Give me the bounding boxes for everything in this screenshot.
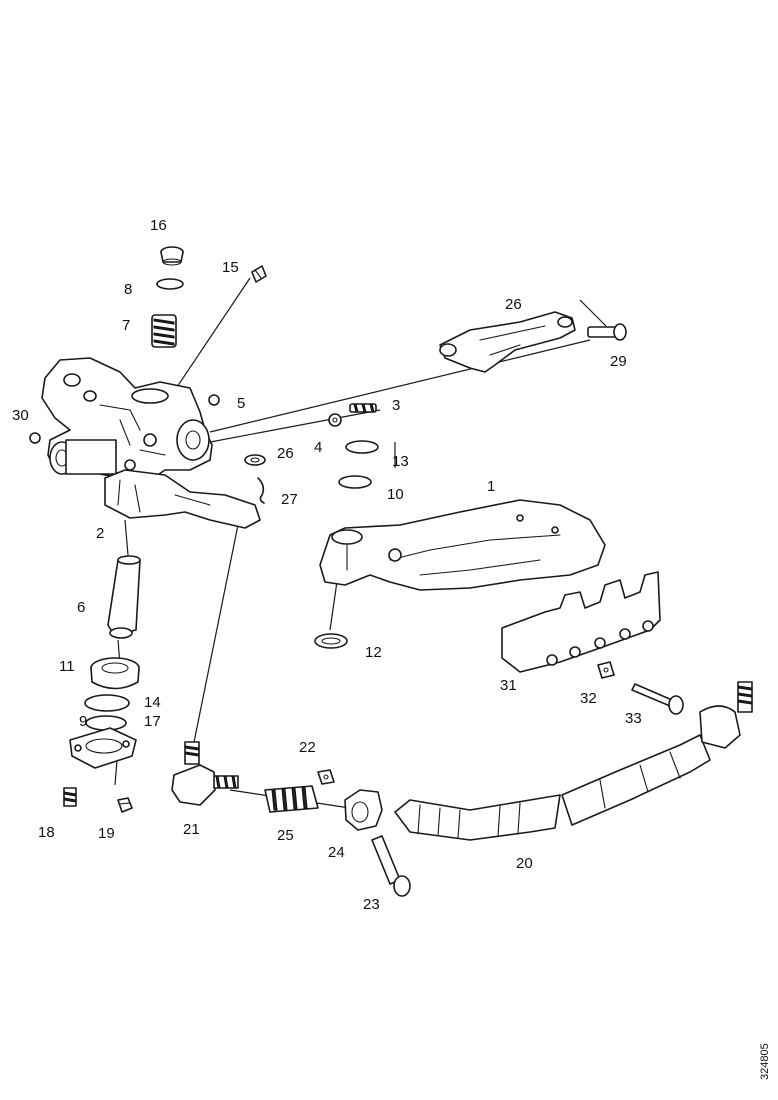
part-28-arm [439, 311, 576, 373]
label-14: 14 [144, 694, 161, 711]
leader-lines [114, 277, 611, 809]
label-1: 1 [487, 478, 495, 495]
part-10-ring [338, 475, 372, 489]
label-29: 29 [610, 353, 627, 370]
part-21-ball-joint [171, 741, 239, 806]
part-15-bleeder-screw [251, 265, 267, 283]
part-12-ring [314, 633, 348, 649]
label-17: 17 [144, 713, 161, 730]
part-20-tie-rod [394, 681, 753, 841]
label-8: 8 [124, 281, 132, 298]
label-5: 5 [237, 395, 245, 412]
part-18-bolt [63, 787, 77, 807]
label-13: 13 [392, 453, 409, 470]
label-6: 6 [77, 599, 85, 616]
label-7: 7 [122, 317, 130, 334]
part-6-king-pin [107, 555, 141, 639]
part-1-control-arm [319, 499, 606, 591]
part-31-bracket [501, 571, 661, 673]
label-22: 22 [299, 739, 316, 756]
label-30: 30 [12, 407, 29, 424]
label-24: 24 [328, 844, 345, 861]
part-9-o-ring [85, 715, 127, 731]
part-14-ring [84, 694, 130, 712]
part-11-bearing [90, 657, 140, 690]
part-17-cover-plate [69, 727, 137, 769]
label-19: 19 [98, 825, 115, 842]
part-30-ring [29, 432, 41, 444]
callout-labels: 1 2 3 4 5 6 7 8 9 10 11 12 13 14 15 16 1… [12, 217, 642, 913]
label-20: 20 [516, 855, 533, 872]
part-4-nut [328, 413, 342, 427]
label-9: 9 [79, 713, 87, 730]
part-29-bolt [587, 323, 627, 341]
part-23-bolt [371, 835, 411, 897]
part-7-spring [151, 314, 177, 348]
part-8-o-ring [156, 278, 184, 290]
label-32: 32 [580, 690, 597, 707]
label-15: 15 [222, 259, 239, 276]
steering-housing [41, 357, 220, 481]
label-27: 27 [281, 491, 298, 508]
part-13-ring [345, 440, 379, 454]
part-3-bolt [349, 403, 377, 413]
label-33: 33 [625, 710, 642, 727]
part-26-washer [244, 454, 266, 466]
part-27-cotter-pin [257, 477, 265, 504]
label-2: 2 [96, 525, 104, 542]
part-2-steering-arm [104, 469, 261, 529]
label-23: 23 [363, 896, 380, 913]
label-10: 10 [387, 486, 404, 503]
part-22-nut [317, 769, 335, 785]
label-21: 21 [183, 821, 200, 838]
label-3: 3 [392, 397, 400, 414]
label-18: 18 [38, 824, 55, 841]
label-26-left: 26 [277, 445, 294, 462]
part-16-cap [160, 246, 184, 266]
label-25: 25 [277, 827, 294, 844]
part-24-clamp [344, 789, 383, 831]
reference-code: 324805 [759, 1043, 771, 1080]
label-11: 11 [59, 658, 75, 675]
part-19-nut [117, 797, 133, 813]
label-26-right: 26 [505, 296, 522, 313]
part-33-bolt [631, 683, 684, 715]
label-16-top: 16 [150, 217, 167, 234]
label-4: 4 [314, 439, 322, 456]
part-25-sleeve [264, 785, 319, 813]
label-31: 31 [500, 677, 517, 694]
part-32-nut [597, 661, 615, 679]
label-12: 12 [365, 644, 382, 661]
